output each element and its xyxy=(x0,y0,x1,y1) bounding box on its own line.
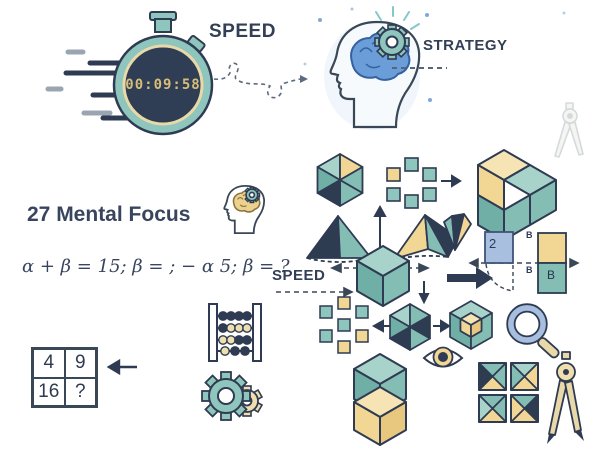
down-arrow-icon xyxy=(418,281,430,305)
cube-cluster-icon xyxy=(477,149,557,241)
b-label-middle: B xyxy=(526,265,533,275)
grid-cell: 4 xyxy=(33,349,65,378)
grid-cell: 16 xyxy=(33,377,65,406)
dashed-loop-line xyxy=(213,62,308,99)
gem-icon xyxy=(443,213,472,251)
squares-cluster-icon xyxy=(319,296,369,354)
left-arrow-small-icon xyxy=(371,319,391,333)
stacked-cubes-icon xyxy=(353,353,407,446)
number-grid: 4 9 16 ? xyxy=(31,347,98,408)
grid-cell: 9 xyxy=(64,349,96,378)
strategy-label: STRATEGY xyxy=(423,37,508,54)
double-dashed-arrow-right xyxy=(468,257,580,269)
eye-icon xyxy=(422,346,464,368)
b-label-top: B xyxy=(526,230,533,240)
hexagon-six-triangles-icon xyxy=(389,303,431,351)
section-heading: 27 Mental Focus xyxy=(27,203,191,226)
speed-lines-icon xyxy=(45,49,133,121)
right-arrow-small-icon xyxy=(441,174,462,188)
head-brain-icon xyxy=(303,6,566,130)
magnifier-icon xyxy=(506,303,560,359)
pyramid-yellow-icon xyxy=(393,214,459,260)
grid-cell: ? xyxy=(64,377,96,406)
equation-text: α + β = 15; β = ; − α 5; β = ? xyxy=(22,256,290,277)
dashed-arrow-right xyxy=(276,286,354,298)
b-rectangle xyxy=(537,232,567,294)
abacus-icon xyxy=(208,303,262,362)
b-label-inner: B xyxy=(547,268,556,282)
stopwatch-display: 00:09:58 xyxy=(125,77,201,93)
gears-icon xyxy=(201,371,264,421)
decorative-dots xyxy=(303,7,566,102)
hexagon-inner-cube-icon xyxy=(449,300,493,350)
compass-top-icon xyxy=(554,102,584,158)
square-2-label: 2 xyxy=(489,236,497,251)
pyramid-dark-icon xyxy=(306,215,372,263)
up-arrow-icon xyxy=(373,204,387,252)
stopwatch-icon xyxy=(112,11,214,136)
speed-label-top: SPEED xyxy=(209,21,276,42)
compass-icon xyxy=(547,351,584,444)
squares-ring-icon xyxy=(386,157,437,209)
hexagon-triangles-icon xyxy=(316,153,364,207)
speed-label-mid: SPEED xyxy=(272,267,326,284)
left-arrow-icon xyxy=(106,358,137,376)
gear-icon xyxy=(374,24,410,60)
cube-icon xyxy=(356,245,410,307)
pattern-squares-icon xyxy=(478,362,539,423)
head-brain-gear-small-icon xyxy=(223,185,266,235)
right-arrow-small2-icon xyxy=(433,319,451,333)
transform-square xyxy=(484,231,514,292)
big-right-arrow-icon xyxy=(447,267,493,289)
